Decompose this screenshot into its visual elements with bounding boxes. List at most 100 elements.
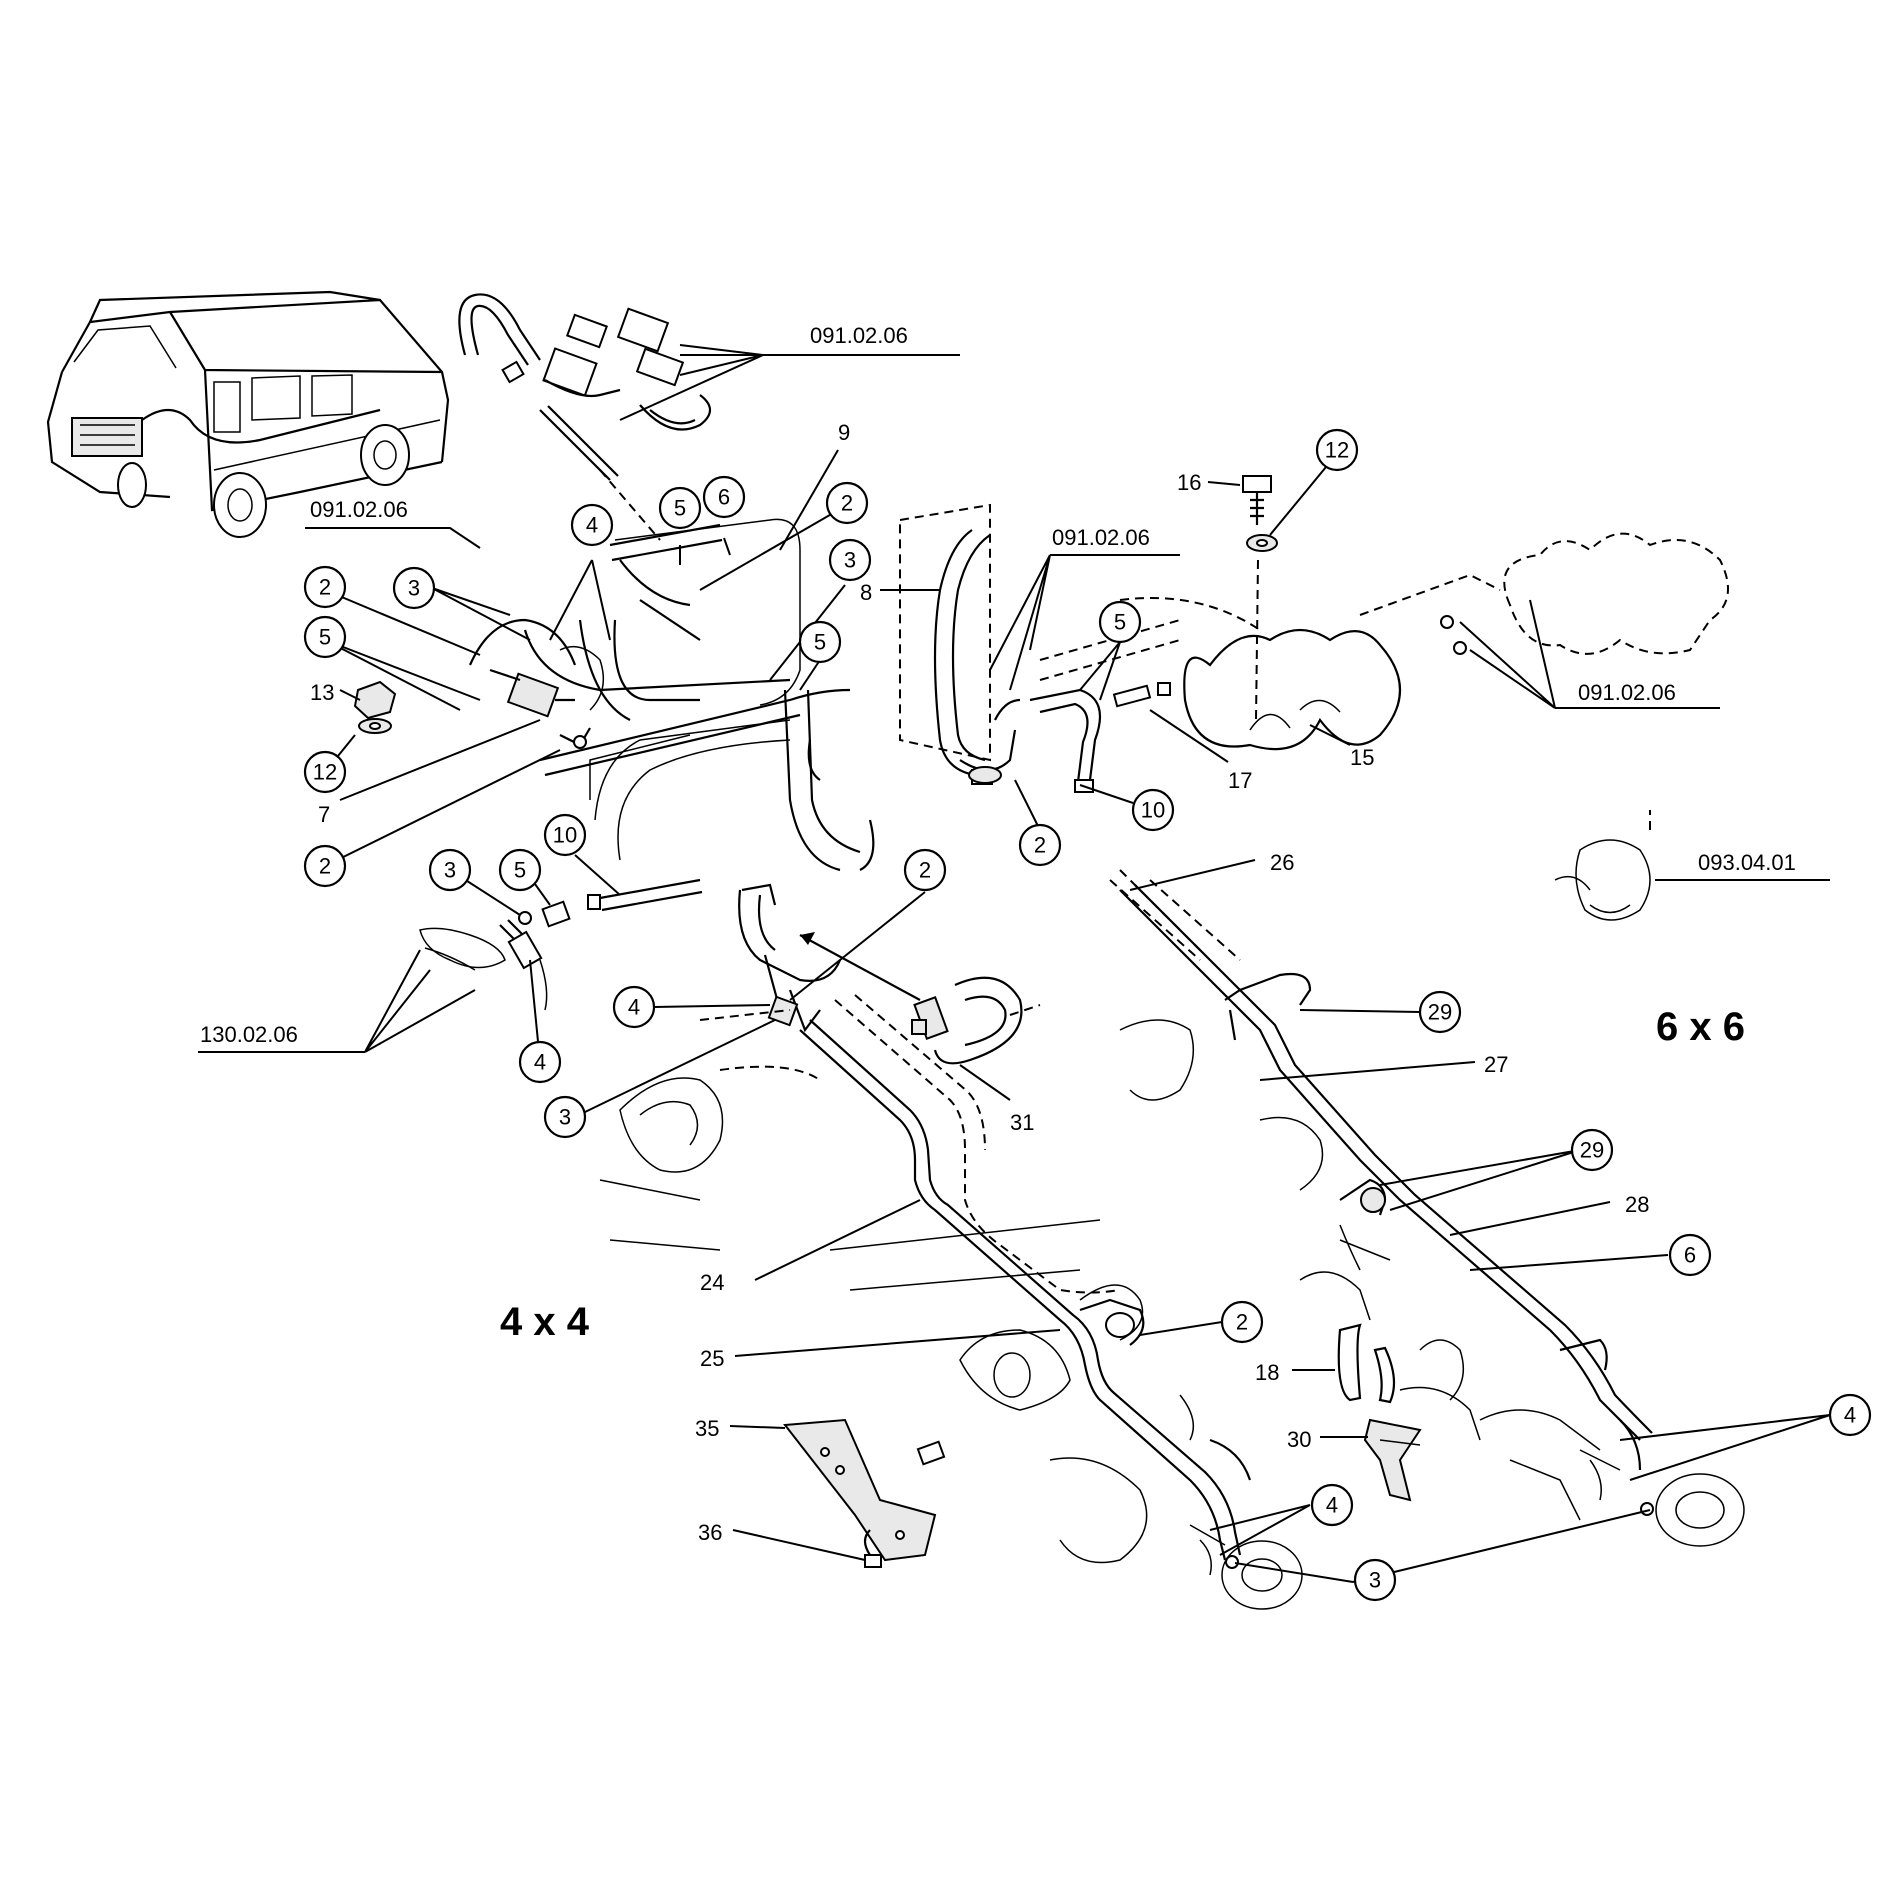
ref-label: 091.02.06	[1578, 680, 1676, 705]
part-number: 17	[1228, 768, 1252, 793]
callout-number: 3	[408, 576, 420, 601]
callout-circle	[1353, 1558, 1397, 1602]
chassis-4x4	[599, 994, 1303, 1610]
installation-arrow	[799, 932, 921, 1001]
callout-circle	[1315, 428, 1359, 472]
part-number: 27	[1484, 1052, 1508, 1077]
ref-label: 091.02.06	[810, 323, 908, 348]
callout-circle	[658, 486, 702, 530]
callout-number: 5	[674, 496, 686, 521]
callout-number: 4	[534, 1050, 546, 1075]
part-number: 25	[700, 1346, 724, 1371]
callout-number: 4	[628, 995, 640, 1020]
callout-number: 2	[1236, 1310, 1248, 1335]
fuel-tanks-right	[1039, 532, 1729, 751]
callout-number: 5	[319, 625, 331, 650]
callout-circle	[543, 1095, 587, 1139]
callout-circle	[303, 844, 347, 888]
callout-number: 2	[1034, 833, 1046, 858]
callout-circle	[303, 750, 347, 794]
callout-number: 12	[1325, 438, 1349, 463]
ref-label: 091.02.06	[1052, 525, 1150, 550]
callout-circle	[498, 848, 542, 892]
callout-number: 2	[841, 491, 853, 516]
callout-circle	[428, 848, 472, 892]
leader-lines	[198, 344, 1831, 1583]
callout-circle	[1570, 1128, 1614, 1172]
part-number: 24	[700, 1270, 724, 1295]
callout-number: 3	[559, 1105, 571, 1130]
callout-circle	[1098, 600, 1142, 644]
bracket-30	[1363, 1418, 1422, 1502]
ref-label: 093.04.01	[1698, 850, 1796, 875]
variant-labels: 4 x 4 6 x 6	[500, 1005, 1745, 1344]
part-number: 8	[860, 580, 872, 605]
callout-number: 6	[1684, 1243, 1696, 1268]
part-number: 9	[838, 420, 850, 445]
callout-number: 3	[1369, 1568, 1381, 1593]
callout-number: 2	[919, 858, 931, 883]
callout-circle	[1220, 1300, 1264, 1344]
callout-circle	[392, 566, 436, 610]
callout-circle	[303, 615, 347, 659]
part-number: 16	[1177, 470, 1201, 495]
callout-number: 29	[1580, 1138, 1604, 1163]
callout-circle	[702, 475, 746, 519]
callout-number: 3	[844, 548, 856, 573]
callout-circle	[825, 481, 869, 525]
callout-circle	[798, 620, 842, 664]
callout-circle	[518, 1040, 562, 1084]
fuel-pump-assembly-top	[458, 293, 712, 541]
part-number: 7	[318, 802, 330, 827]
part-number: 26	[1270, 850, 1294, 875]
callout-number: 12	[313, 760, 337, 785]
mounting-plate-35	[783, 1418, 946, 1568]
callout-number: 5	[1114, 610, 1126, 635]
callout-number: 29	[1428, 1000, 1452, 1025]
callout-circle	[570, 503, 614, 547]
part-number: 35	[695, 1416, 719, 1441]
callout-number: 4	[586, 513, 598, 538]
vehicle-illustration	[46, 290, 450, 538]
callout-number: 10	[553, 823, 577, 848]
part-number: 28	[1625, 1192, 1649, 1217]
connector-pipes	[959, 682, 1171, 793]
callout-circle	[1828, 1393, 1872, 1437]
part-numbers: 9 8 16 13 7 17 15 26 27 28 31 24 25 18 3…	[310, 420, 1649, 1545]
callout-number: 4	[1844, 1403, 1856, 1428]
callout-circle	[903, 848, 947, 892]
callout-circle	[828, 538, 872, 582]
part-number: 31	[1010, 1110, 1034, 1135]
bracket-18	[1337, 1323, 1396, 1404]
fuel-tank-assembly	[523, 518, 875, 872]
reference-labels: 091.02.06 091.02.06 091.02.06 091.02.06 …	[200, 323, 1796, 1047]
transfer-case-6x6	[1554, 810, 1651, 921]
callout-number: 2	[319, 854, 331, 879]
callout-circle	[543, 813, 587, 857]
electric-fuel-pump-unit	[468, 618, 605, 749]
callout-circle	[1310, 1483, 1354, 1527]
callout-number: 4	[1326, 1493, 1338, 1518]
part-number: 36	[698, 1520, 722, 1545]
nut-and-washer	[353, 680, 397, 734]
part-number: 13	[310, 680, 334, 705]
filler-neck	[738, 883, 842, 1033]
variant-6x6-label: 6 x 6	[1656, 1005, 1745, 1049]
callout-number: 5	[514, 858, 526, 883]
callout-circle	[1668, 1233, 1712, 1277]
callout-number: 10	[1141, 798, 1165, 823]
callout-circle	[612, 985, 656, 1029]
part-number: 30	[1287, 1427, 1311, 1452]
hose-clamp-31	[911, 976, 1041, 1065]
callout-number: 2	[319, 575, 331, 600]
callout-circle	[1418, 990, 1462, 1034]
callout-circle	[303, 565, 347, 609]
callout-number: 6	[718, 485, 730, 510]
callout-circle	[1131, 788, 1175, 832]
hose-8	[899, 503, 993, 785]
chassis-6x6	[1109, 869, 1745, 1547]
ref-label: 091.02.06	[310, 497, 408, 522]
small-connector-pipes	[419, 878, 703, 1011]
callout-circle	[1018, 823, 1062, 867]
